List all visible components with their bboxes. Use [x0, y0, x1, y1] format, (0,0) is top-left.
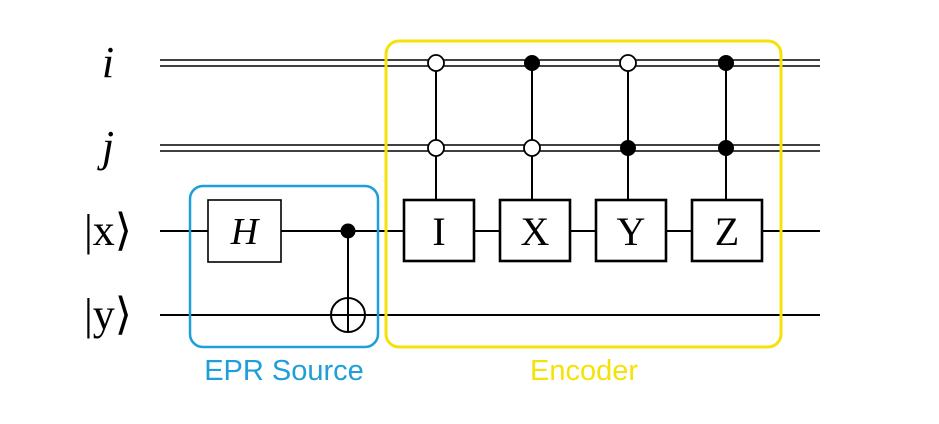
encoder-label: Encoder [530, 355, 638, 387]
cnot-gate [330, 223, 366, 333]
control-open-i [619, 54, 637, 72]
control-open-j [427, 139, 445, 157]
control-filled-i [718, 55, 734, 71]
control-filled-i [524, 55, 540, 71]
control-filled-j [718, 140, 734, 156]
cnot-control-dot [340, 223, 356, 239]
pauli-x-gate-label: X [521, 209, 550, 254]
hadamard-gate-label: H [230, 211, 261, 253]
wire-label-i: i [102, 38, 114, 87]
controlled-identity-gate: I [402, 54, 476, 263]
wire-label-y: |y⟩ [84, 290, 132, 339]
controlled-x-gate: X [498, 55, 572, 263]
controlled-y-gate: Y [594, 54, 668, 263]
control-open-i [427, 54, 445, 72]
identity-gate-label: I [432, 209, 445, 254]
controlled-z-gate: Z [690, 55, 764, 263]
epr-source-label: EPR Source [204, 355, 364, 387]
classical-wire-i [160, 59, 820, 67]
encoder-box [384, 39, 783, 349]
hadamard-gate: H [207, 199, 282, 263]
classical-wire-j [160, 144, 820, 152]
epr-source-box [188, 184, 380, 349]
pauli-y-gate-label: Y [617, 209, 646, 254]
control-filled-j [620, 140, 636, 156]
control-open-j [523, 139, 541, 157]
wire-label-x: |x⟩ [84, 206, 132, 255]
wire-label-j: j [97, 122, 114, 171]
pauli-z-gate-label: Z [715, 209, 739, 254]
